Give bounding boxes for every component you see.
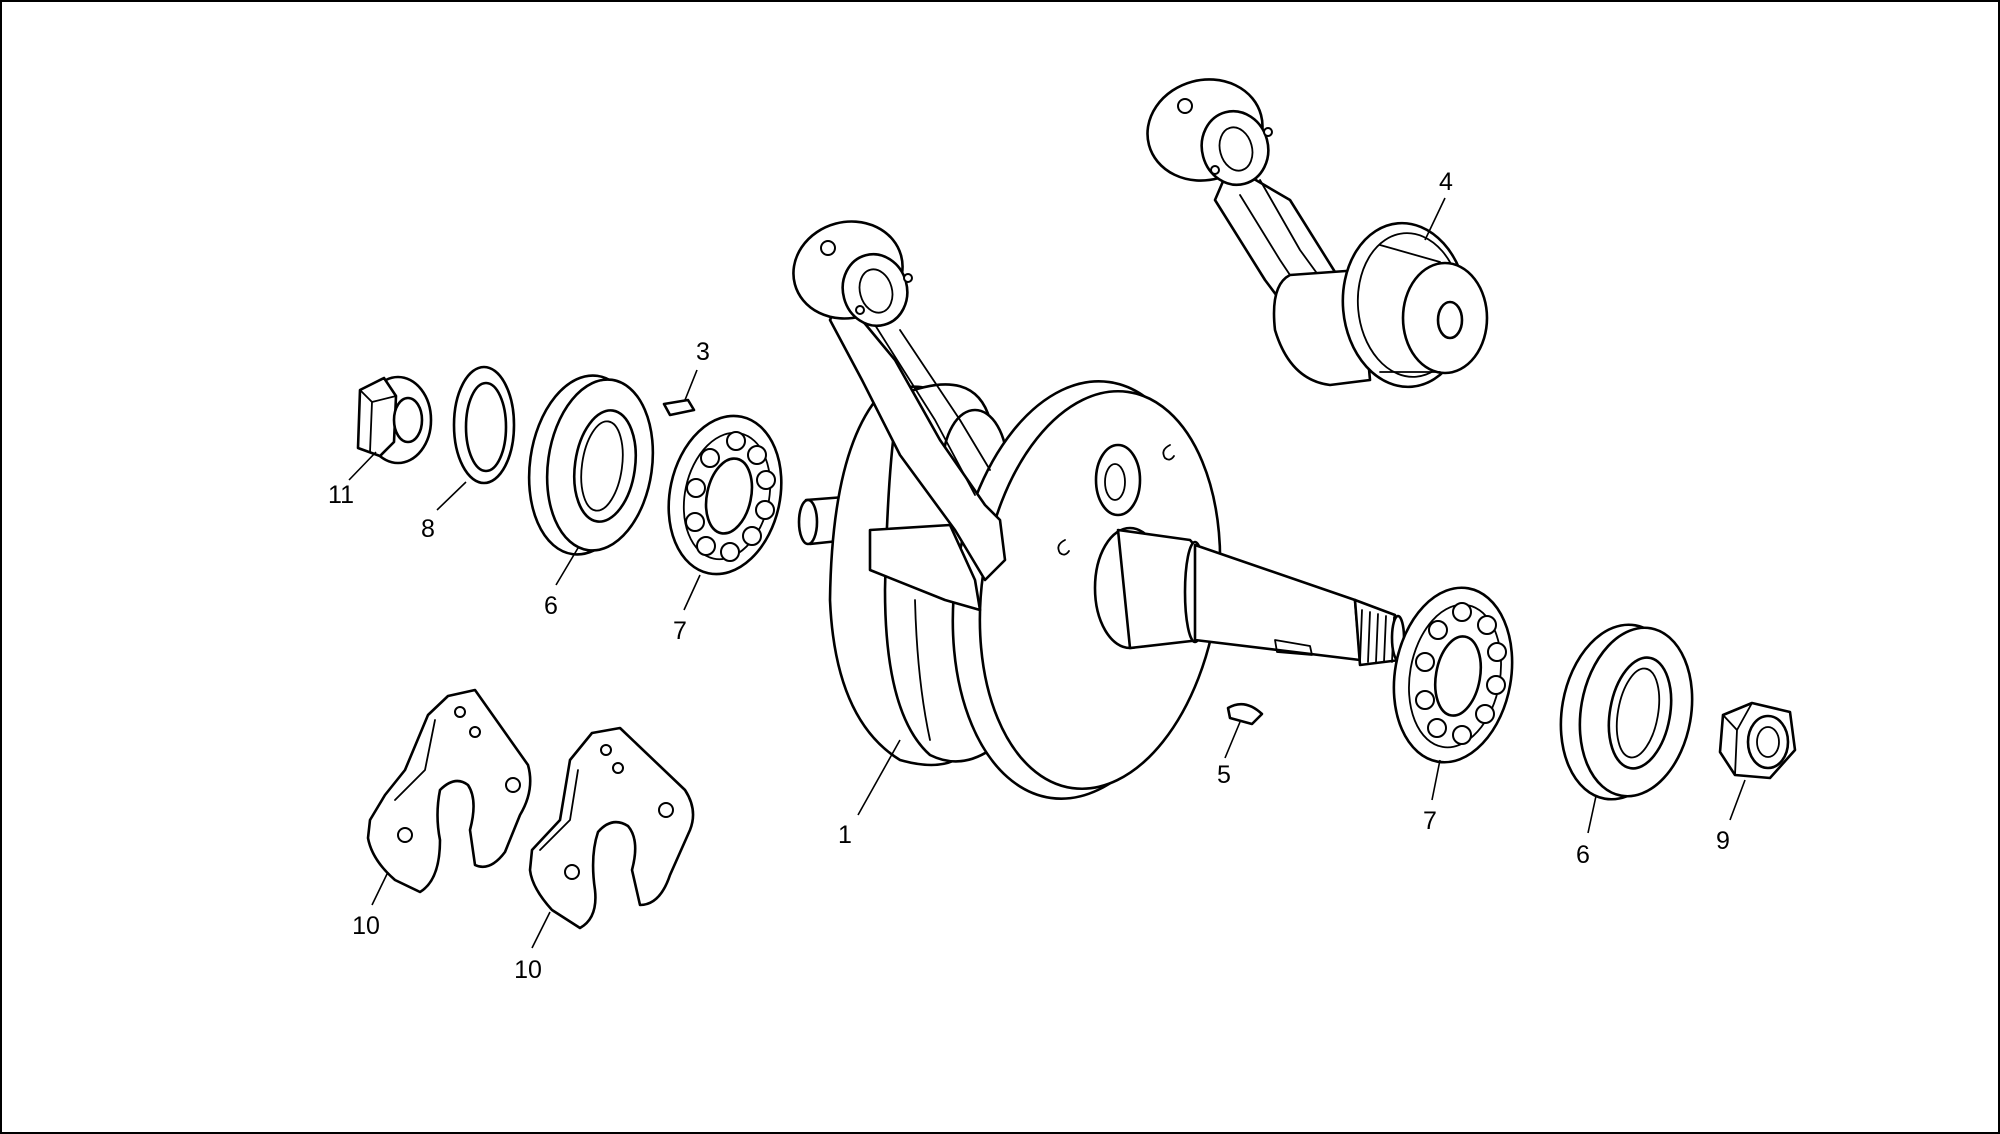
callout-6-right: 6 [1576, 841, 1590, 869]
hex-nut-part [1718, 701, 1797, 780]
callout-10-right: 10 [514, 956, 542, 984]
callout-3: 3 [696, 338, 710, 366]
callout-5: 5 [1217, 761, 1231, 789]
leader-lines [348, 197, 1746, 949]
ball-bearing-left-part [667, 414, 783, 576]
callout-1: 1 [838, 821, 852, 849]
callout-6-left: 6 [544, 592, 558, 620]
crankshaft-part [792, 220, 1406, 800]
callout-7-right: 7 [1423, 807, 1437, 835]
puller-plate-right-part [528, 726, 695, 930]
flange-nut-part [356, 375, 433, 465]
ball-bearing-right-part [1392, 586, 1514, 764]
connecting-rod-assembly-part [1146, 78, 1489, 389]
callout-9: 9 [1716, 827, 1730, 855]
callout-4: 4 [1439, 168, 1453, 196]
callout-7-left: 7 [673, 617, 687, 645]
woodruff-key-part [1226, 702, 1264, 726]
callout-10-left: 10 [352, 912, 380, 940]
washer-part [452, 365, 516, 485]
callout-11: 11 [328, 481, 354, 509]
woodruff-key-small-part [662, 398, 696, 417]
oil-seal-right-part [1559, 623, 1694, 801]
puller-plate-left-part [366, 688, 532, 894]
callout-8: 8 [421, 515, 435, 543]
oil-seal-left-part [527, 374, 655, 556]
